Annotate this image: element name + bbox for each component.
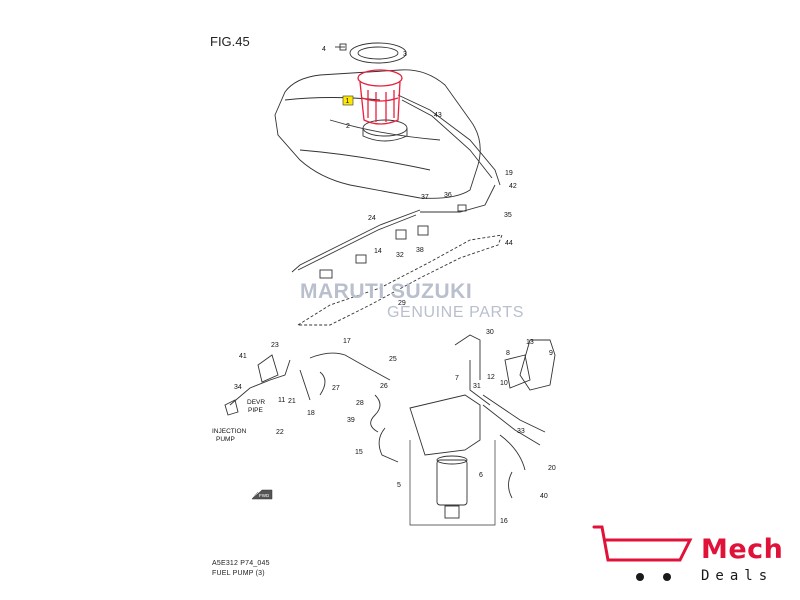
shield-29 bbox=[296, 234, 503, 326]
watermark-line-1: MARUTI SUZUKI bbox=[300, 280, 473, 303]
callout-21[interactable]: 21 bbox=[288, 398, 296, 405]
footer-name: FUEL PUMP (3) bbox=[212, 570, 265, 577]
callout-12[interactable]: 12 bbox=[487, 374, 495, 381]
callout-29[interactable]: 29 bbox=[398, 300, 406, 307]
callout-43[interactable]: 43 bbox=[434, 112, 442, 119]
devr-pipe-label-2: PIPE bbox=[248, 407, 263, 414]
callout-13[interactable]: 13 bbox=[526, 339, 534, 346]
callout-37[interactable]: 37 bbox=[421, 194, 429, 201]
callout-20[interactable]: 20 bbox=[548, 465, 556, 472]
watermark-line-2: GENUINE PARTS bbox=[387, 304, 525, 321]
callout-9[interactable]: 9 bbox=[549, 350, 553, 357]
filter-housing bbox=[409, 394, 481, 456]
brand-word-mech: Mech bbox=[701, 534, 784, 565]
callout-35[interactable]: 35 bbox=[504, 212, 512, 219]
pipe-24 bbox=[291, 209, 421, 273]
brand-word-deals: Deals bbox=[701, 568, 774, 584]
fwd-label: FWD bbox=[259, 493, 270, 498]
fuel-line-upper bbox=[397, 94, 501, 186]
part-1-box[interactable] bbox=[342, 95, 354, 106]
callout-1[interactable]: 1 bbox=[346, 98, 350, 105]
lower-pipe bbox=[309, 352, 391, 381]
callout-11[interactable]: 11 bbox=[278, 397, 285, 404]
callout-labels: 2 3 4 5 6 7 8 9 10 11 12 13 14 15 16 17 … bbox=[234, 46, 556, 525]
callout-36[interactable]: 36 bbox=[444, 192, 452, 199]
callout-5[interactable]: 5 bbox=[397, 482, 401, 489]
callout-17[interactable]: 17 bbox=[343, 338, 351, 345]
callout-42[interactable]: 42 bbox=[509, 183, 517, 190]
callout-14[interactable]: 14 bbox=[374, 248, 382, 255]
callout-27[interactable]: 27 bbox=[332, 385, 340, 392]
callout-24[interactable]: 24 bbox=[368, 215, 376, 222]
hose-15 bbox=[378, 427, 399, 463]
bracket-9 bbox=[519, 339, 556, 391]
fuel-filter bbox=[436, 459, 468, 506]
callout-10[interactable]: 10 bbox=[500, 380, 508, 387]
callout-40[interactable]: 40 bbox=[540, 493, 548, 500]
footer-code: A5E312 P74_045 bbox=[212, 560, 270, 567]
callout-19[interactable]: 19 bbox=[505, 170, 513, 177]
callout-7[interactable]: 7 bbox=[455, 375, 459, 382]
callout-41[interactable]: 41 bbox=[239, 353, 247, 360]
callout-39[interactable]: 39 bbox=[347, 417, 355, 424]
callout-22[interactable]: 22 bbox=[276, 429, 284, 436]
figure-title: FIG.45 bbox=[210, 34, 250, 49]
forward-arrow-icon: FWD bbox=[251, 489, 273, 500]
pump-module-highlight bbox=[357, 69, 403, 125]
callout-32[interactable]: 32 bbox=[396, 252, 404, 259]
callout-4[interactable]: 4 bbox=[322, 46, 326, 53]
fuel-tank bbox=[274, 69, 481, 199]
callout-38[interactable]: 38 bbox=[416, 247, 424, 254]
callout-25[interactable]: 25 bbox=[389, 356, 397, 363]
cart-logo-icon bbox=[592, 525, 693, 581]
callout-33[interactable]: 33 bbox=[517, 428, 525, 435]
callout-26[interactable]: 26 bbox=[380, 383, 388, 390]
injection-pump-label-2: PUMP bbox=[216, 436, 235, 443]
devr-pipe-label-1: DEVR bbox=[247, 399, 265, 406]
callout-23[interactable]: 23 bbox=[271, 342, 279, 349]
callout-34[interactable]: 34 bbox=[234, 384, 242, 391]
injection-pump-label-1: INJECTION bbox=[212, 428, 247, 435]
callout-15[interactable]: 15 bbox=[355, 449, 363, 456]
callout-44[interactable]: 44 bbox=[505, 240, 513, 247]
callout-3[interactable]: 3 bbox=[403, 51, 407, 58]
tank-ring bbox=[349, 42, 407, 64]
callout-2[interactable]: 2 bbox=[346, 123, 350, 130]
callout-31[interactable]: 31 bbox=[473, 383, 481, 390]
callout-28[interactable]: 28 bbox=[356, 400, 364, 407]
callout-18[interactable]: 18 bbox=[307, 410, 315, 417]
callout-16[interactable]: 16 bbox=[500, 518, 508, 525]
callout-8[interactable]: 8 bbox=[506, 350, 510, 357]
callout-30[interactable]: 30 bbox=[486, 329, 494, 336]
callout-6[interactable]: 6 bbox=[479, 472, 483, 479]
